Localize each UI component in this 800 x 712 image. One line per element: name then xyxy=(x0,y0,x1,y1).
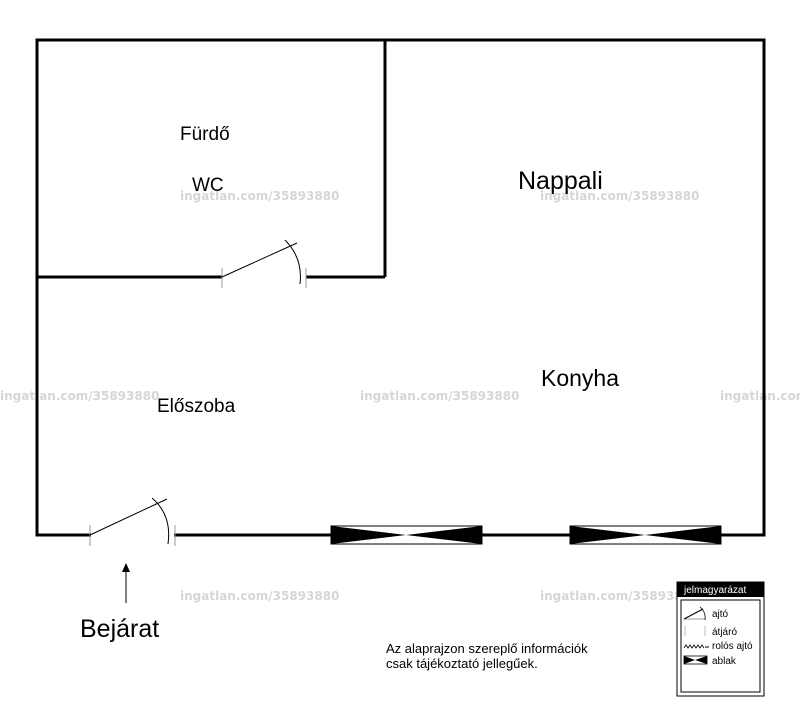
disclaimer-line1: Az alaprajzon szereplő információk xyxy=(386,641,588,656)
room-label-eloszoba: Előszoba xyxy=(157,396,236,417)
watermark-mid-left: ingatlan.com/35893880 xyxy=(0,389,159,403)
watermark-mid-right: ingatlan.com/35893880 xyxy=(720,389,800,403)
watermarks: ingatlan.com/35893880 ingatlan.com/35893… xyxy=(0,189,800,603)
window-right xyxy=(569,525,722,545)
legend-label-door: ajtó xyxy=(712,609,729,620)
passage-icon xyxy=(684,626,706,636)
window-icon xyxy=(683,655,708,665)
room-label-nappali: Nappali xyxy=(518,167,603,195)
legend-label-window: ablak xyxy=(712,656,737,667)
legend-header xyxy=(677,582,764,597)
legend-label-roller-door: rolós ajtó xyxy=(712,641,753,652)
legend-title: jelmagyarázat xyxy=(683,585,746,596)
watermark-bottom-left: ingatlan.com/35893880 xyxy=(180,589,339,603)
roller-door-icon xyxy=(683,644,709,649)
room-label-konyha: Konyha xyxy=(541,365,619,391)
door-icon xyxy=(683,606,706,621)
legend-label-passage: átjáró xyxy=(712,627,737,638)
watermark-mid-center: ingatlan.com/35893880 xyxy=(360,389,519,403)
bathroom-door xyxy=(221,239,307,288)
watermark-top-left: ingatlan.com/35893880 xyxy=(180,189,339,203)
window-left xyxy=(330,525,483,545)
room-label-wc: WC xyxy=(192,175,224,196)
entrance-label: Bejárat xyxy=(80,615,159,643)
room-label-furdo: Fürdő xyxy=(180,124,230,145)
watermark-top-right: ingatlan.com/35893880 xyxy=(540,189,699,203)
entrance-arrow xyxy=(122,563,130,603)
outer-wall xyxy=(35,38,766,537)
watermark-bottom-right: ingatlan.com/35893880 xyxy=(540,589,699,603)
entrance-door xyxy=(89,497,176,546)
legend: jelmagyarázat ajtó átjáró rolós ajtó abl… xyxy=(676,581,765,697)
disclaimer-line2: csak tájékoztató jellegűek. xyxy=(386,656,538,671)
